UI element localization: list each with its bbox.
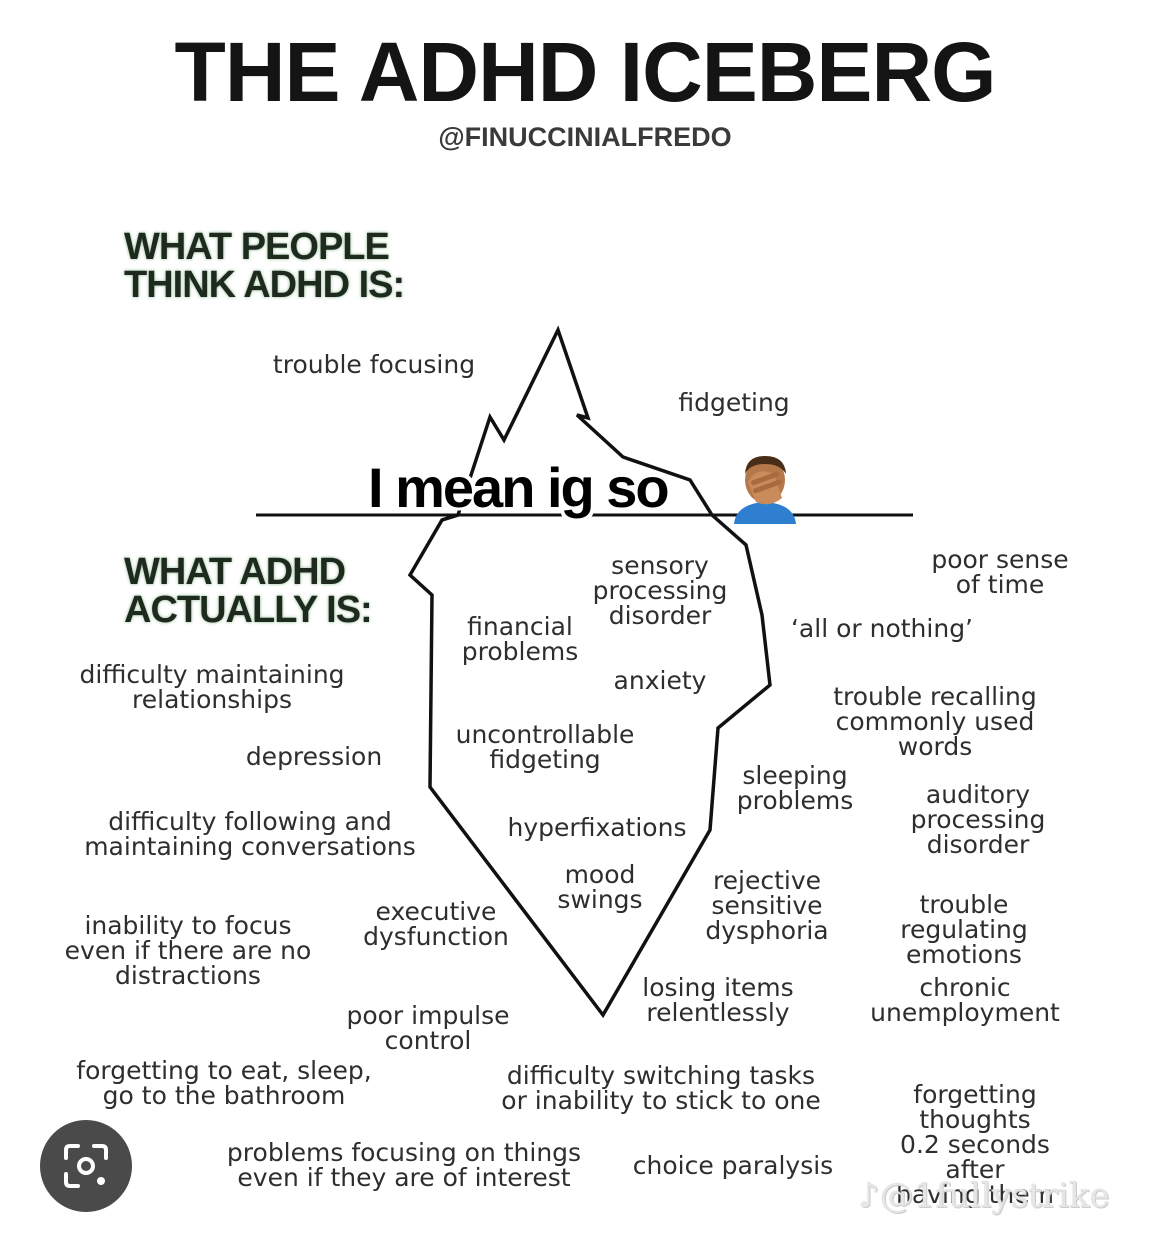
label-rejective-sensitive-dysphoria: rejective sensitive dysphoria — [705, 866, 829, 945]
page-title: THE ADHD ICEBERG — [174, 25, 997, 119]
heading-below-water: WHAT ADHD ACTUALLY IS: — [124, 551, 373, 631]
watermark: ♪@1fullystrike — [858, 1176, 1110, 1216]
label-financial-problems: financial problems — [461, 612, 579, 666]
watermark-text: @1fullystrike — [879, 1176, 1110, 1216]
overlay-caption: I mean ig so — [368, 455, 670, 520]
heading-above-water: WHAT PEOPLE THINK ADHD IS: — [124, 226, 405, 306]
label-forgetting-to-eat: forgetting to eat, sleep, go to the bath… — [76, 1056, 372, 1110]
music-note-icon: ♪ — [858, 1176, 880, 1216]
label-difficulty-conversations: difficulty following and maintaining con… — [84, 807, 416, 861]
label-anxiety: anxiety — [613, 666, 707, 695]
label-sensory-processing: sensory processing disorder — [592, 551, 728, 630]
label-difficulty-switching: difficulty switching tasks or inability … — [501, 1061, 821, 1115]
label-trouble-regulating: trouble regulating emotions — [900, 890, 1028, 969]
label-difficulty-relationships: difficulty maintaining relationships — [79, 660, 345, 714]
facepalm-emoji-icon — [734, 456, 796, 524]
label-chronic-unemployment: chronic unemployment — [870, 973, 1060, 1027]
label-all-or-nothing: ‘all or nothing’ — [790, 614, 974, 643]
label-hyperfixations: hyperfixations — [507, 813, 687, 842]
label-auditory-processing: auditory processing disorder — [910, 780, 1046, 859]
lens-camera-icon — [64, 1144, 108, 1188]
author-handle: @FINUCCINIALFREDO — [438, 122, 732, 152]
label-sleeping-problems: sleeping problems — [736, 761, 854, 815]
label-uncontrollable-fidgeting: uncontrollable fidgeting — [455, 720, 635, 774]
label-depression: depression — [245, 742, 383, 771]
iceberg-outline — [407, 325, 772, 1019]
label-trouble-focusing: trouble focusing — [272, 350, 476, 379]
label-losing-items: losing items relentlessly — [642, 973, 794, 1027]
label-problems-focusing-interest: problems focusing on things even if they… — [226, 1138, 582, 1192]
label-trouble-recalling: trouble recalling commonly used words — [833, 682, 1037, 761]
overlay-caption-text: I mean ig so — [368, 456, 670, 519]
label-poor-sense-of-time: poor sense of time — [931, 545, 1069, 599]
label-executive-dysfunction: executive dysfunction — [363, 897, 509, 951]
label-mood-swings: mood swings — [557, 860, 643, 914]
label-poor-impulse-control: poor impulse control — [346, 1001, 510, 1055]
label-forgetting-thoughts: forgetting thoughts 0.2 seconds after ha… — [896, 1080, 1054, 1209]
label-fidgeting: fidgeting — [678, 388, 790, 417]
label-choice-paralysis: choice paralysis — [632, 1151, 834, 1180]
visual-search-button[interactable] — [40, 1120, 132, 1212]
label-inability-to-focus: inability to focus even if there are no … — [64, 911, 312, 990]
